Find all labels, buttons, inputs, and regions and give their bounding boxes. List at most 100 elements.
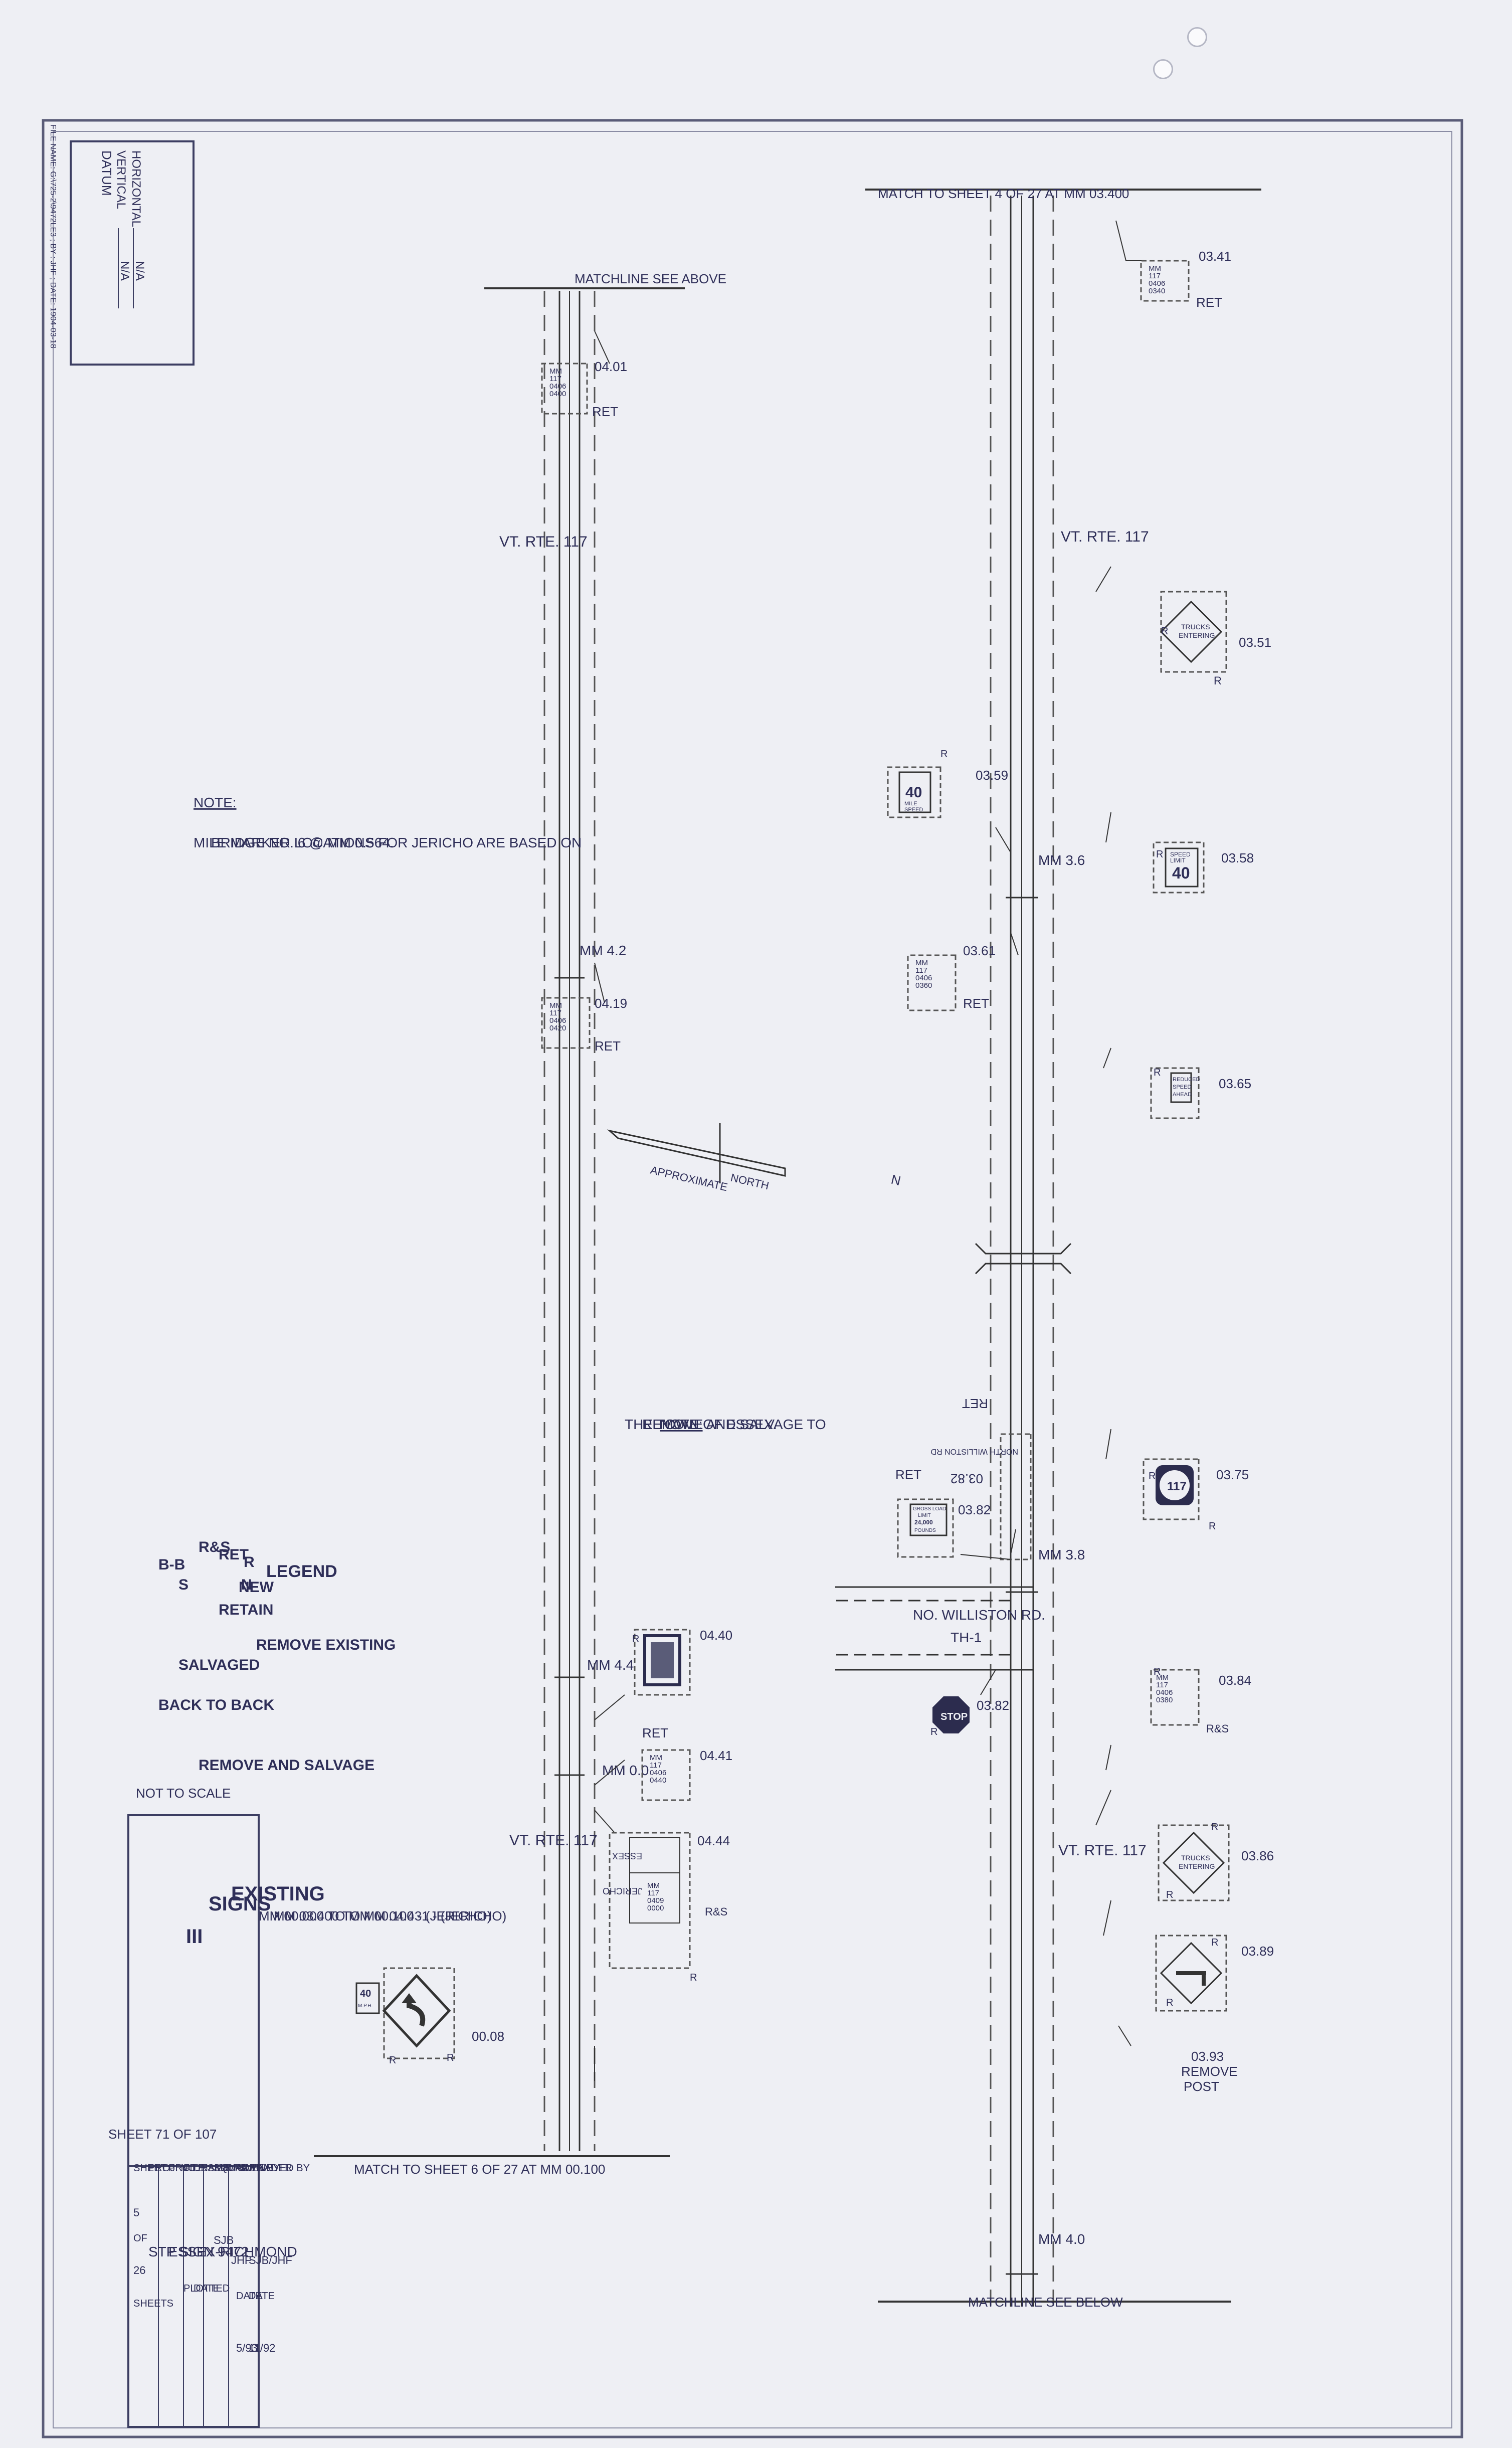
svg-text:RET: RET: [642, 1725, 668, 1740]
svg-text:24,000: 24,000: [914, 1519, 933, 1526]
svg-text:JHF: JHF: [231, 2254, 251, 2266]
svg-text:0406: 0406: [549, 382, 566, 391]
svg-text:R: R: [1209, 1521, 1216, 1532]
svg-text:BACK TO BACK: BACK TO BACK: [158, 1697, 274, 1713]
north-arrow-approx: APPROXIMATE: [649, 1164, 729, 1194]
svg-text:RET: RET: [1196, 295, 1222, 310]
svg-text:ENTERING: ENTERING: [1179, 1862, 1215, 1870]
svg-text:RET: RET: [895, 1467, 921, 1482]
svg-text:0000: 0000: [647, 1904, 664, 1912]
north-arrow-n: N: [890, 1172, 902, 1188]
sign-0341: MM 117 0406 0340 03.41 RET: [1115, 220, 1231, 310]
datum-box: DATUM VERTICAL HORIZONTAL N/A N/A: [70, 140, 195, 366]
svg-text:TRUCKS: TRUCKS: [1181, 1854, 1210, 1862]
svg-text:POST: POST: [1184, 2079, 1219, 2094]
svg-text:0420: 0420: [549, 1024, 566, 1032]
north-arrow: APPROXIMATE NORTH N: [607, 1123, 902, 1194]
title-existing: EXISTING: [231, 1883, 325, 1905]
mm-3-6: MM 3.6: [1038, 852, 1085, 868]
svg-text:117: 117: [650, 1761, 662, 1770]
mile-markers: MM 3.6 MM 3.8 MM 4.0 MM 4.2 MM 4.4 MM 0.…: [554, 852, 1085, 2275]
svg-text:R: R: [1161, 626, 1168, 637]
svg-text:03.65: 03.65: [1219, 1076, 1251, 1091]
svg-text:0400: 0400: [549, 390, 566, 398]
title-range-2: MM 00.000 TO MM 00.100 - (JERICHO): [259, 1908, 491, 1924]
svg-text:03.86: 03.86: [1241, 1848, 1274, 1863]
svg-text:RET: RET: [595, 1038, 621, 1054]
svg-text:STP SIGN 9472: STP SIGN 9472: [148, 2244, 249, 2259]
svg-text:REMOVE: REMOVE: [1181, 2064, 1238, 2079]
drawing-frame: [42, 119, 1463, 2438]
svg-text:SJB: SJB: [214, 2234, 234, 2246]
mm-3-8: MM 3.8: [1038, 1547, 1085, 1562]
svg-text:POUNDS: POUNDS: [914, 1528, 936, 1533]
datum-vertical-label: VERTICAL: [114, 150, 128, 209]
svg-text:MM: MM: [915, 959, 928, 967]
svg-text:PLOTTED: PLOTTED: [183, 2283, 230, 2294]
svg-text:NORTH WILLISTON RD: NORTH WILLISTON RD: [930, 1447, 1018, 1456]
svg-text:SPEED: SPEED: [1170, 851, 1191, 858]
svg-text:ESSEX: ESSEX: [612, 1851, 642, 1861]
svg-text:OF: OF: [133, 2233, 147, 2244]
cross-road-label: NO. WILLISTON RD.: [913, 1607, 1045, 1623]
svg-text:117: 117: [549, 1009, 561, 1017]
sign-0419: MM 117 0406 0420 04.19 RET: [541, 962, 627, 1054]
svg-text:0340: 0340: [1149, 287, 1165, 295]
mm-4-4: MM 4.4: [587, 1657, 634, 1673]
inner-frame: [53, 131, 1452, 2428]
svg-text:R: R: [632, 1634, 639, 1645]
sign-0441: MM 117 0406 0440 04.41 RET: [594, 1725, 732, 1801]
svg-text:R: R: [940, 749, 948, 760]
sign-0365: REDUCED SPEED AHEAD 03.65 R: [1103, 1047, 1251, 1119]
svg-text:PROJ. NAME: PROJ. NAME: [168, 2163, 230, 2174]
svg-text:GROSS LOAD: GROSS LOAD: [913, 1506, 946, 1512]
sign-0382-road-name: NORTH WILLISTON RD 03.82 RET: [930, 1396, 1032, 1560]
svg-text:M.P.H.: M.P.H.: [358, 2003, 372, 2009]
svg-text:0360: 0360: [915, 981, 932, 990]
svg-text:117: 117: [1167, 1480, 1187, 1493]
svg-text:R&S: R&S: [199, 1539, 230, 1555]
svg-text:26: 26: [133, 2264, 145, 2277]
svg-text:R: R: [1211, 1822, 1218, 1833]
note-1-label: NOTE:: [194, 795, 237, 810]
svg-text:0406: 0406: [549, 1016, 566, 1025]
legend-title: LEGEND: [266, 1562, 337, 1581]
cross-road: [835, 1586, 1033, 1671]
svg-text:0406: 0406: [915, 974, 932, 982]
svg-text:DRAWN BY: DRAWN BY: [226, 2163, 280, 2174]
svg-text:ENTERING: ENTERING: [1179, 631, 1215, 639]
datum-vertical-value: N/A: [118, 261, 131, 281]
svg-text:SPEED: SPEED: [904, 807, 923, 813]
svg-text:MM: MM: [1156, 1673, 1169, 1682]
svg-text:MILE: MILE: [904, 801, 917, 807]
svg-text:03.82: 03.82: [977, 1698, 1009, 1713]
svg-text:PROJ. NO.: PROJ. NO.: [148, 2163, 199, 2174]
svg-text:R&S: R&S: [705, 1905, 727, 1918]
title-numeral: III: [186, 1926, 203, 1948]
sign-0382-stop: STOP 03.82 R: [930, 1669, 1009, 1737]
note-2-label: NOTE:: [660, 1417, 703, 1432]
svg-text:AHEAD: AHEAD: [1173, 1092, 1192, 1098]
svg-text:MM: MM: [549, 367, 562, 376]
matchline-bottom-left-label: MATCH TO SHEET 6 OF 27 AT MM 00.100: [354, 2162, 605, 2177]
svg-text:MM: MM: [647, 1881, 660, 1890]
svg-text:R: R: [1214, 674, 1222, 687]
not-to-scale: NOT TO SCALE: [136, 1786, 231, 1801]
svg-text:S: S: [178, 1577, 188, 1593]
svg-text:03.93: 03.93: [1191, 2049, 1224, 2064]
svg-text:R: R: [690, 1972, 697, 1983]
svg-text:TRUCKS: TRUCKS: [1181, 623, 1210, 631]
note-2: NOTE: REMOVE AND SALVAGE TO THE TOWN OF …: [625, 1417, 826, 1432]
sign-0358: SPEED LIMIT 40 03.58 R: [1105, 812, 1254, 894]
route-label-left: VT. RTE. 117: [499, 534, 588, 550]
road-left: [314, 287, 685, 2157]
sign-0444: ESSEX JERICHO MM 117 0409 0000 04.44 R&S…: [594, 1810, 730, 1983]
svg-text:DESIGN FILE NO.: DESIGN FILE NO.: [194, 2163, 277, 2174]
svg-text:SPEED: SPEED: [1173, 1084, 1191, 1090]
svg-text:R&S: R&S: [1206, 1722, 1229, 1735]
svg-text:DATE: DATE: [194, 2283, 220, 2294]
svg-text:LIMIT: LIMIT: [918, 1513, 931, 1518]
svg-text:R: R: [447, 2052, 454, 2063]
svg-text:03.58: 03.58: [1221, 850, 1254, 865]
